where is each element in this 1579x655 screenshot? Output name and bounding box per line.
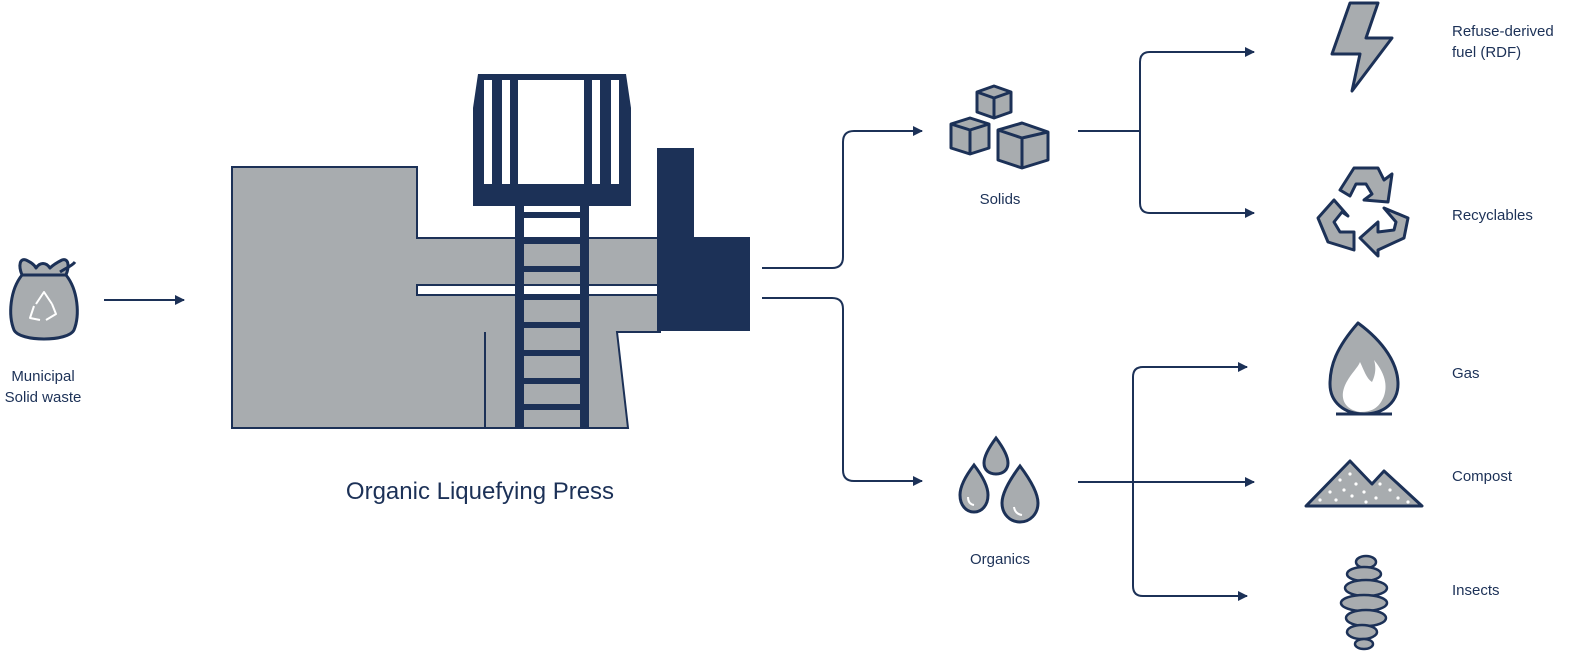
to-insects [1132, 482, 1248, 601]
input-label-line1: Municipal [11, 368, 75, 385]
output-label-gas: Gas [1452, 365, 1480, 382]
output-label-rdf-line1: Refuse-derived [1452, 23, 1554, 40]
output-label-rdf: Refuse-derived fuel (RDF) [1452, 21, 1554, 63]
output-label-compost: Compost [1452, 468, 1513, 485]
to-recyclables [1139, 131, 1255, 218]
press-ladder [515, 205, 589, 429]
larva-icon [1339, 554, 1389, 651]
press-hopper [473, 74, 631, 206]
output-label-rdf-line2: fuel (RDF) [1452, 44, 1522, 61]
branch-connectors [1078, 47, 1255, 601]
input-label-line2: Solid waste [4, 389, 82, 406]
press-machine [231, 74, 750, 429]
organics-connector [762, 297, 923, 486]
flame-icon [1328, 321, 1400, 416]
press-connectors [762, 126, 923, 486]
droplets-icon [958, 435, 1040, 524]
output-label-insects: Insects [1452, 582, 1500, 599]
output-label-recyclables: Recyclables [1452, 207, 1533, 224]
solids-connector [762, 126, 923, 269]
compost-pile-icon [1304, 459, 1424, 508]
to-rdf [1139, 47, 1255, 131]
lightning-icon [1330, 1, 1394, 93]
to-gas [1132, 362, 1248, 482]
machine-title: Organic Liquefying Press [345, 478, 615, 505]
input-label: Municipal Solid waste [0, 366, 86, 408]
waste-bag-recycle-icon [9, 258, 79, 341]
stream-label-organics: Organics [969, 551, 1031, 568]
recycle-icon [1316, 166, 1410, 258]
stream-label-solids: Solids [979, 191, 1021, 208]
cubes-icon [949, 84, 1050, 170]
